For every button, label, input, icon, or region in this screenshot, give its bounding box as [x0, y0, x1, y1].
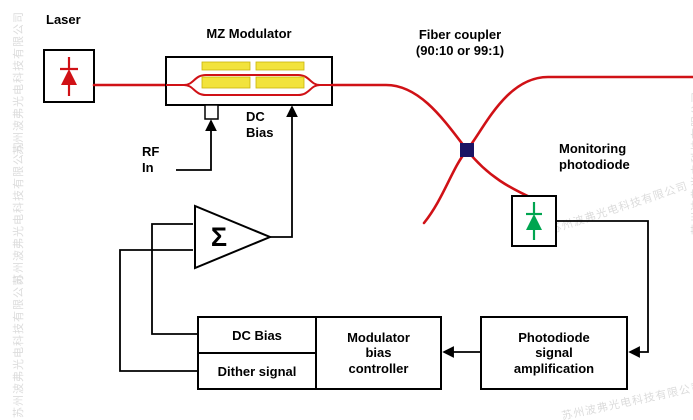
dc-bias-label: DC Bias	[246, 109, 274, 140]
dc-bias-cell: DC Bias	[199, 318, 315, 354]
dc-bias-dither-box: DC Bias Dither signal	[197, 316, 317, 390]
rf-electrode-stub	[204, 104, 219, 120]
wire-dither-to-summer	[119, 249, 197, 372]
fiber-coupler-core	[460, 143, 474, 157]
dither-signal-cell: Dither signal	[217, 363, 297, 379]
rf-in-label: RF In	[142, 144, 160, 175]
summation-amplifier	[194, 204, 273, 270]
fiber-modulator-to-photodiode	[330, 83, 536, 201]
laser-diode-icon	[60, 57, 78, 96]
wire-dc-bias-to-summer	[151, 223, 197, 335]
wire-rf-in	[176, 119, 217, 171]
wire-photodiode-to-amplifier	[556, 220, 649, 358]
mz-waveguide	[166, 74, 332, 96]
wire-dc-bias-to-modulator	[270, 105, 298, 238]
mz-modulator-label: MZ Modulator	[206, 26, 292, 41]
modulator-bias-controller-box: Modulator bias controller	[315, 316, 442, 390]
photodiode-icon	[526, 202, 542, 240]
fiber-coupler-label: Fiber coupler (90:10 or 99:1)	[415, 27, 505, 58]
monitoring-photodiode-label: Monitoring photodiode	[559, 141, 630, 172]
photodiode-amplification-box: Photodiode signal amplification	[480, 316, 628, 390]
laser-label: Laser	[46, 12, 81, 27]
mz-electrodes	[201, 61, 305, 89]
sigma-symbol: Σ	[210, 222, 228, 252]
